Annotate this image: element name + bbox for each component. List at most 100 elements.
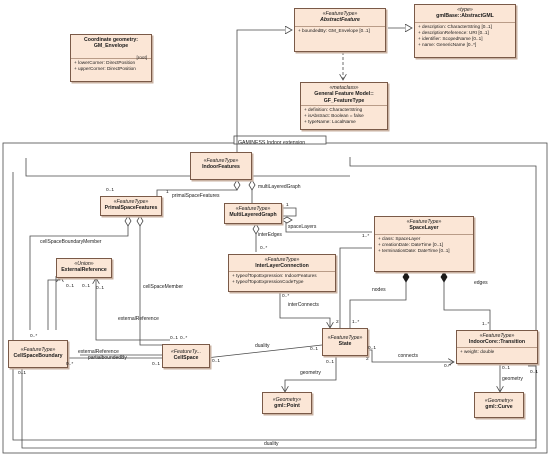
attribute-list: description: CharacterString [0..1] desc… (415, 23, 515, 49)
assoc-interconnects (279, 292, 330, 328)
mult-cs-01-right: 0..1 (212, 359, 221, 364)
attribute: description: CharacterString [0..1] (418, 24, 512, 30)
assoc-spacelayers (281, 216, 372, 233)
role-geometry-transition: geometry (502, 376, 523, 382)
class-primal-space[interactable]: «FeatureType» PrimalSpaceFeatures (100, 196, 162, 216)
mult-state-01-bottom: 0..1 (326, 360, 335, 365)
role-connects: connects (398, 353, 419, 359)
attribute: definition: CharacterString (304, 107, 384, 113)
class-state[interactable]: «FeatureType» State (322, 328, 368, 356)
assoc-ext-cs (96, 278, 170, 341)
mult-connects-0star: 0..* (444, 364, 452, 369)
mult-edges-1star: 1..* (482, 322, 490, 327)
root-tag: [root] (136, 55, 147, 60)
class-name-line2: GF_FeatureType (323, 97, 365, 104)
class-name: MultiLayeredGraph (229, 212, 277, 219)
class-transition[interactable]: «FeatureType» IndoorCore::Transition wei… (456, 330, 538, 364)
mult-csb-01-bottom: 0..1 (18, 371, 27, 376)
assoc-edges (440, 271, 491, 330)
package-label: GAMINESS Indoor extension (238, 140, 306, 146)
class-name: CellSpaceBoundary (13, 353, 63, 360)
role-primal-space-features: primalSpaceFeatures (172, 193, 220, 199)
class-cellspace-boundary[interactable]: «FeatureType» CellSpaceBoundary (8, 340, 68, 368)
class-gm-envelope[interactable]: Coordinate geometry: GM_Envelope [root] … (70, 34, 152, 82)
role-geometry-state: geometry (300, 370, 321, 376)
class-abstract-gml[interactable]: «type» gmlBase::AbstractGML description:… (414, 4, 516, 58)
stereotype-label: «FeatureType» (113, 199, 149, 205)
mult-csb-0star-right: 0..* (66, 362, 74, 367)
class-name-line1: Coordinate geometry: (84, 37, 138, 43)
mult-primal-01: 0..1 (106, 188, 115, 193)
class-gf-featuretype[interactable]: «metaclass» General Feature Model:: GF_F… (300, 82, 388, 130)
mult-nodes-1star: 1..* (352, 320, 360, 325)
role-multilayered-graph: multiLayeredGraph (258, 184, 301, 190)
mult-transition-01: 0..1 (502, 366, 511, 371)
mult-transition-01-right: 0..1 (530, 370, 539, 375)
class-name: State (338, 341, 352, 348)
class-name: CellSpace (173, 355, 199, 362)
attribute: weight: double (460, 349, 534, 355)
role-inter-connects: interConnects (288, 302, 319, 308)
class-indoor-features[interactable]: «FeatureType» IndoorFeatures (190, 152, 252, 180)
class-name: IndoorCore::Transition (468, 339, 526, 346)
attribute: typeofTopoExpression: IndoorFeatures (232, 273, 332, 279)
assoc-primal (156, 179, 241, 196)
role-edges: edges (474, 280, 488, 286)
class-interlayer-connection[interactable]: «FeatureType» InterLayerConnection typeo… (228, 254, 336, 292)
class-cellspace[interactable]: «FeatureTy... CellSpace (162, 344, 210, 368)
package-tab (233, 135, 327, 145)
mult-inter-0star: 0..* (260, 246, 268, 251)
mult-interconnects-0star: 0..* (282, 294, 290, 299)
class-gml-curve[interactable]: «Geometry» gml::Curve (474, 392, 524, 418)
attribute: descriptionReference: URI [0..1] (418, 30, 512, 36)
stereotype-label: «FeatureType» (235, 206, 271, 212)
class-space-layer[interactable]: «FeatureType» SpaceLayer class: SpaceLay… (374, 216, 474, 272)
mult-state-2-top: 2 (336, 320, 339, 325)
attribute-list: typeofTopoExpression: IndoorFeatures typ… (229, 272, 335, 286)
mult-state-01-right: 0..1 (368, 346, 377, 351)
stereotype-label: «FeatureType» (20, 347, 56, 353)
assoc-cs-member (136, 215, 168, 346)
class-name: AbstractFeature (320, 17, 360, 24)
class-multilayered-graph[interactable]: «FeatureType» MultiLayeredGraph (224, 203, 282, 224)
class-name: IndoorFeatures (202, 164, 240, 171)
attribute: terminationDate: DateTime [0..1] (378, 248, 470, 254)
class-name-line1: General Feature Model:: (314, 91, 374, 98)
attribute: class: SpaceLayer (378, 236, 470, 242)
class-gml-point[interactable]: «Geometry» gml::Point (262, 392, 312, 414)
class-abstract-feature[interactable]: «FeatureType» AbstractFeature boundedBy:… (294, 8, 386, 52)
gen-frame (12, 157, 537, 441)
attribute: typeName: LocalName (304, 119, 384, 125)
class-external-reference[interactable]: «Union» ExternalReference (56, 258, 112, 278)
class-name: gmlBase::AbstractGML (436, 13, 494, 20)
assoc-geom-state (285, 356, 337, 392)
assoc-nodes (349, 271, 410, 328)
gen-frame-inner (25, 158, 350, 177)
role-duality-top: duality (255, 343, 270, 349)
assoc-duality-state (205, 344, 323, 359)
stereotype-label: «FeatureTy... (170, 349, 202, 355)
assoc-csb-member (29, 215, 132, 330)
stereotype-label: «type» (457, 7, 473, 13)
role-nodes: nodes (372, 287, 386, 293)
role-cellspace-member: cellSpaceMember (143, 284, 184, 290)
stereotype-label: «FeatureType» (406, 219, 442, 225)
assoc-spacelayer-state (339, 247, 372, 328)
attribute: name: GenericName [0..*] (418, 42, 512, 48)
class-name: InterLayerConnection (255, 263, 309, 270)
mult-ext-01-b: 0..1 (82, 284, 91, 289)
stereotype-label: «Geometry» (484, 398, 514, 404)
mult-csb-0star: 0..* (30, 334, 38, 339)
attribute: isAbstract: Boolean = false (304, 113, 384, 119)
assoc-ext-csb (47, 276, 60, 330)
role-space-layers: spaceLayers (288, 224, 317, 230)
class-name: SpaceLayer (409, 225, 439, 232)
role-duality-bottom: duality (264, 441, 279, 447)
assoc-connects (368, 349, 454, 362)
stereotype-label: «FeatureType» (322, 11, 358, 17)
role-cellspace-boundary-member: cellSpaceBoundaryMember (40, 239, 102, 245)
assoc-duality-bottom (21, 365, 537, 449)
attribute: upperCorner: DirectPosition (74, 66, 148, 72)
gen-indoor-abstract (236, 30, 292, 152)
